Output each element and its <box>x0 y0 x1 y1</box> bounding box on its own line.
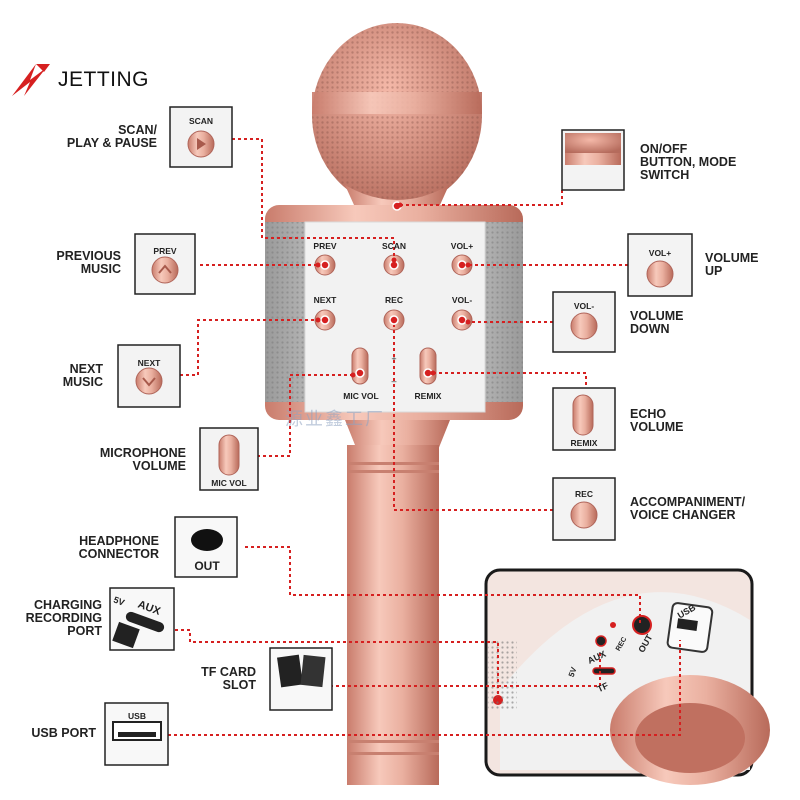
closeup-inset <box>484 568 770 785</box>
panel-label-prev: PREV <box>313 241 336 251</box>
label-volup: VOLUME UP <box>705 251 759 278</box>
box-tag-5v: 5V <box>112 595 126 608</box>
label-micvol: MICROPHONE VOLUME <box>99 446 186 473</box>
box-tag-volup: VOL+ <box>649 248 671 258</box>
label-prev: PREVIOUS MUSIC <box>56 249 121 276</box>
callout-box-power <box>561 129 625 191</box>
callout-box-micvol <box>199 427 259 491</box>
box-tag-rec: REC <box>575 489 593 499</box>
box-tag-out: OUT <box>194 559 220 573</box>
label-charging: CHARGING RECORDING PORT <box>25 598 102 638</box>
callout-box-volup <box>627 233 693 297</box>
callout-box-headphone <box>174 516 238 578</box>
panel-label-rec: REC <box>385 295 403 305</box>
label-headphone: HEADPHONE CONNECTOR <box>78 534 159 561</box>
callout-box-next <box>117 344 181 408</box>
box-tag-usb: USB <box>128 711 146 721</box>
panel-label-remix: REMIX <box>415 391 442 401</box>
callout-box-prev <box>134 233 196 295</box>
callout-box-echo <box>552 387 616 451</box>
callout-box-voldown <box>552 291 616 353</box>
callout-box-usb <box>104 702 169 766</box>
callout-box-scan <box>169 106 233 168</box>
panel-label-next: NEXT <box>314 295 337 305</box>
closeup-tf: TF <box>596 680 611 694</box>
box-tag-prev: PREV <box>153 246 176 256</box>
svg-text:+: + <box>391 354 396 364</box>
label-scan: SCAN/ PLAY & PAUSE <box>66 123 157 150</box>
label-power: ON/OFF BUTTON, MODE SWITCH <box>640 142 737 182</box>
panel-label-volup: VOL+ <box>451 241 473 251</box>
callout-box-charging <box>109 587 175 651</box>
box-tag-next: NEXT <box>138 358 161 368</box>
label-echo: ECHO VOLUME <box>630 407 684 434</box>
label-voldown: VOLUME DOWN <box>630 309 684 336</box>
callout-box-tfcard <box>269 647 333 711</box>
box-tag-voldown: VOL- <box>574 301 594 311</box>
brand-logo: JETTING <box>10 62 149 98</box>
jetting-logo-icon <box>12 64 50 96</box>
leader-endpoints <box>315 202 471 378</box>
brand-name: JETTING <box>58 68 149 91</box>
panel-buttons: + – <box>314 201 473 386</box>
panel-label-scan: SCAN <box>382 241 406 251</box>
callout-box-rec <box>552 477 616 541</box>
label-tfcard: TF CARD SLOT <box>201 665 256 692</box>
box-tag-scan: SCAN <box>189 116 213 126</box>
mic-head <box>312 23 482 214</box>
box-tag-micvol: MIC VOL <box>211 478 246 488</box>
panel-label-micvol: MIC VOL <box>343 391 378 401</box>
label-next: NEXT MUSIC <box>62 362 103 389</box>
mic-handle <box>345 420 450 785</box>
box-tag-remix: REMIX <box>571 438 598 448</box>
label-rec: ACCOMPANIMENT/ VOICE CHANGER <box>630 495 746 522</box>
closeup-5v: 5V <box>567 665 579 678</box>
label-usb: USB PORT <box>31 726 96 740</box>
watermark: 源业鑫工厂 <box>285 409 385 430</box>
panel-label-voldown: VOL- <box>452 295 472 305</box>
